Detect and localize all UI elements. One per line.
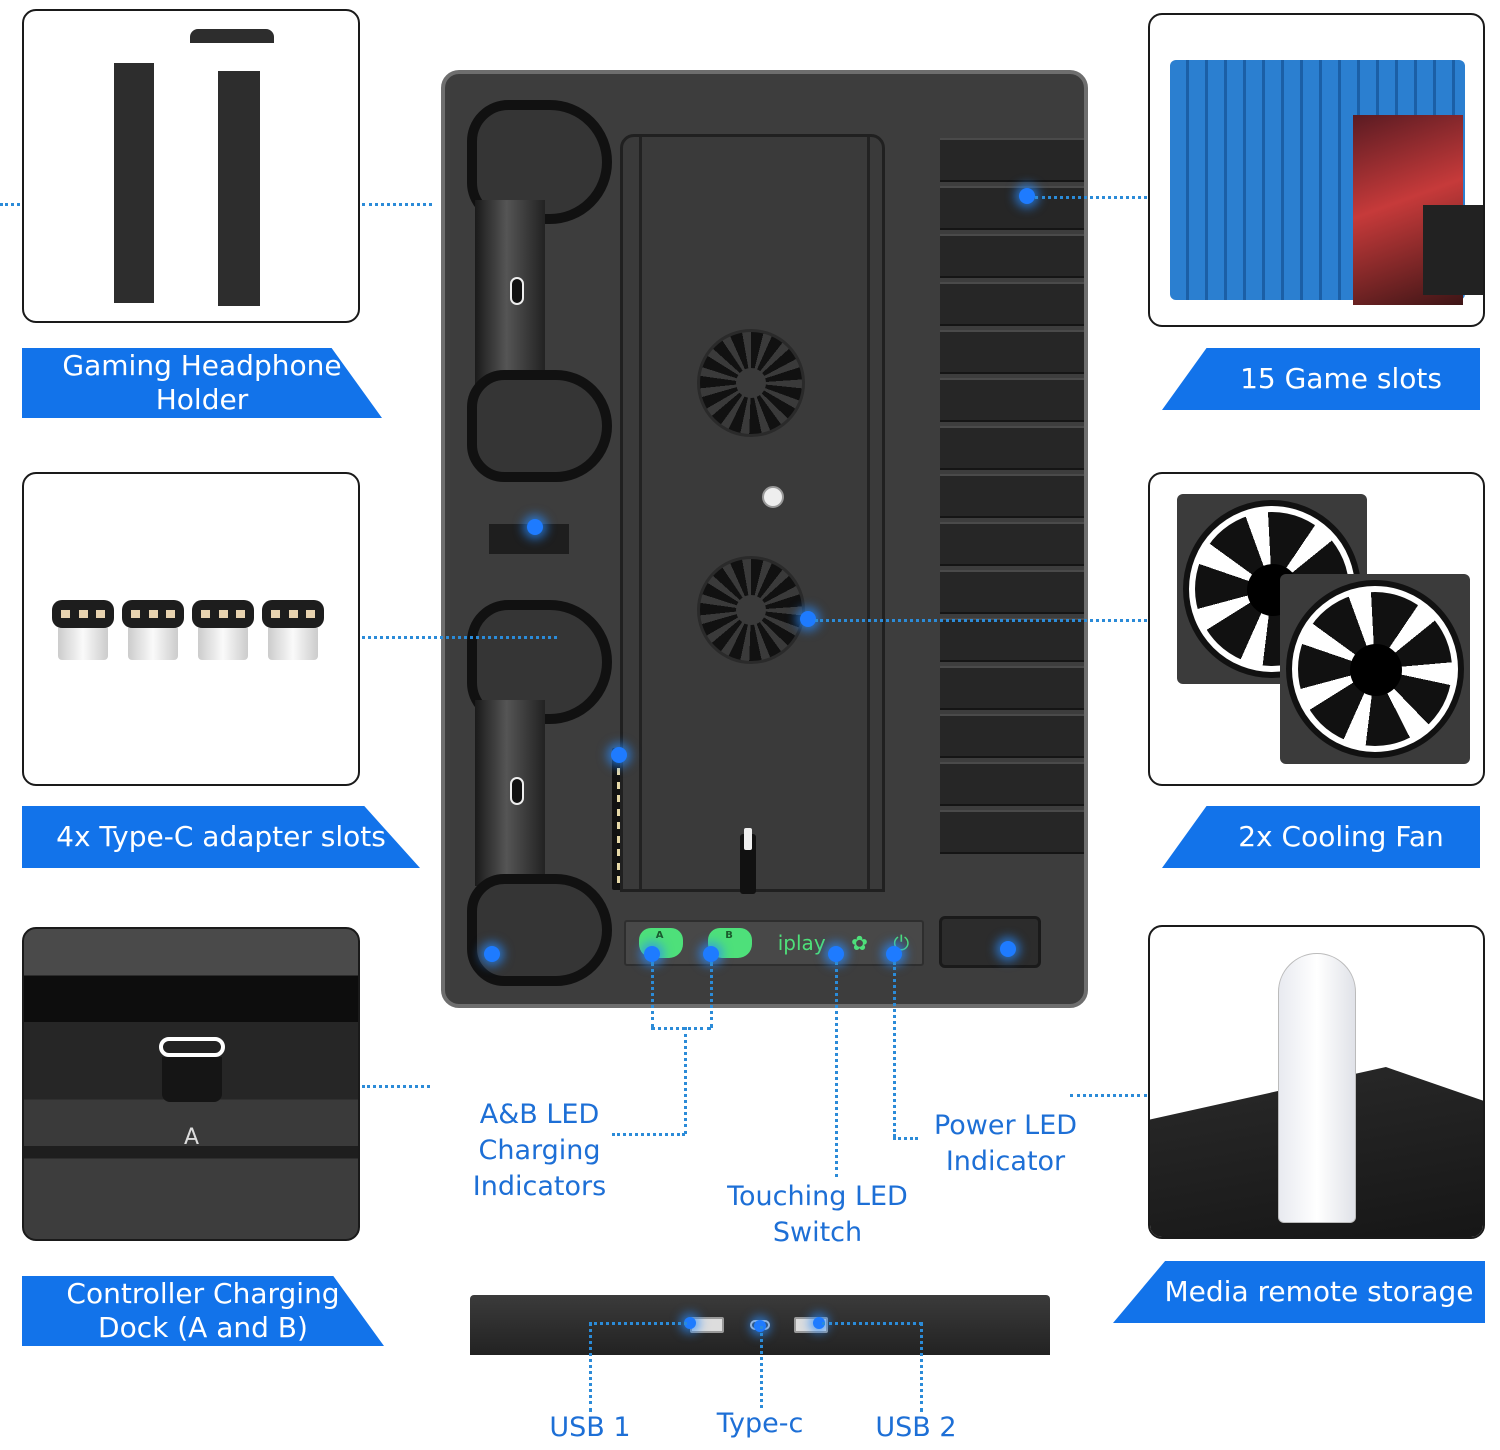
banner-cooling-fan: 2x Cooling Fan [1162, 806, 1480, 868]
game-slot [940, 570, 1084, 614]
fan-vent-top-icon [697, 329, 805, 437]
game-slots-photo [1148, 13, 1485, 327]
marker-dot [611, 747, 627, 763]
type-c-adapter [52, 600, 114, 660]
connector-base [162, 1057, 222, 1102]
game-slot [940, 138, 1084, 182]
leader-line [920, 1322, 923, 1412]
leader-line [1035, 196, 1147, 199]
holder-arm-left [114, 63, 154, 303]
media-remote-photo [1148, 925, 1485, 1239]
leader-line [612, 1133, 685, 1136]
port-label-usb2: USB 2 [875, 1412, 957, 1443]
leader-line [1070, 1094, 1147, 1097]
console-stand-well [620, 134, 885, 892]
marker-dot [886, 946, 902, 962]
callout-power-led: Power LED Indicator [933, 1110, 1078, 1177]
cooling-fans-photo [1148, 472, 1485, 786]
game-slot [940, 186, 1084, 230]
banner-game-slots: 15 Game slots [1162, 348, 1480, 410]
leader-line [760, 1326, 763, 1408]
cooling-fan-icon [1280, 574, 1470, 764]
leader-line [651, 962, 654, 1028]
banner-media-remote: Media remote storage [1113, 1261, 1485, 1323]
banner-headphone-holder: Gaming Headphone Holder [22, 348, 382, 418]
marker-dot [1019, 188, 1035, 204]
game-slot [940, 714, 1084, 758]
leader-line [362, 1085, 430, 1088]
leader-line [362, 203, 432, 206]
dock-edge [1423, 205, 1483, 295]
game-slot [940, 522, 1084, 566]
game-slot [940, 426, 1084, 470]
game-slot [940, 762, 1084, 806]
type-c-adapter [122, 600, 184, 660]
port-label-typec: Type-c [716, 1408, 804, 1439]
game-slot [940, 618, 1084, 662]
marker-dot [800, 611, 816, 627]
banner-charging-dock: Controller Charging Dock (A and B) [22, 1276, 384, 1346]
leader-line [815, 619, 1147, 622]
brand-logo: iplay [777, 931, 826, 955]
fan-touch-switch-icon[interactable]: ✿ [851, 931, 868, 955]
marker-dot [828, 946, 844, 962]
media-remote-slot [939, 916, 1041, 968]
game-slot-rack [940, 138, 1084, 858]
leader-line [684, 1027, 687, 1134]
fan-vent-bottom-icon [697, 556, 805, 664]
leader-line [893, 962, 896, 1137]
marker-dot [1000, 941, 1016, 957]
marker-dot [703, 946, 719, 962]
console-usb-plug [740, 828, 756, 894]
type-c-adapters-photo [22, 472, 360, 786]
usb-c-port-a-icon [510, 777, 524, 805]
marker-dot [484, 946, 500, 962]
led-indicator-panel: A B iplay ✿ ⏻ [624, 920, 924, 966]
leader-line [589, 1322, 687, 1325]
marker-dot [644, 946, 660, 962]
leader-line [0, 203, 20, 206]
marker-dot [527, 519, 543, 535]
game-slot [940, 234, 1084, 278]
holder-arm-right [218, 71, 260, 306]
port-label-usb1: USB 1 [549, 1412, 631, 1443]
callout-touch-led: Touching LED Switch [727, 1181, 908, 1248]
leader-line [710, 962, 713, 1028]
type-c-adapter [192, 600, 254, 660]
game-slot [940, 810, 1084, 854]
marker-dot [684, 1317, 696, 1329]
leader-line [822, 1322, 922, 1325]
holder-top-hook [190, 29, 274, 43]
game-slot [940, 330, 1084, 374]
leader-line [835, 962, 838, 1177]
game-slot [940, 378, 1084, 422]
headphone-holder-photo [22, 9, 360, 323]
leader-line [589, 1322, 592, 1412]
game-slot [940, 666, 1084, 710]
leader-line [362, 636, 557, 639]
type-c-adapter [262, 600, 324, 660]
controller-cradle-b-lower [467, 370, 612, 482]
usb-c-port-b-icon [510, 277, 524, 305]
banner-type-c-adapters: 4x Type-C adapter slots [22, 806, 420, 868]
charging-station-top-view: A B iplay ✿ ⏻ [441, 70, 1088, 1008]
usb-c-connector-icon [159, 1037, 225, 1057]
game-slot [940, 282, 1084, 326]
charging-dock-closeup-photo: A [22, 927, 360, 1241]
marker-dot [813, 1317, 825, 1329]
leader-line [893, 1137, 918, 1140]
media-remote [1278, 953, 1356, 1223]
controller-cradle-a-lower [467, 874, 612, 986]
dock-letter-label: A [184, 1125, 200, 1150]
leader-line [651, 1027, 711, 1030]
game-slot [940, 474, 1084, 518]
callout-ab-led: A&B LED Charging Indicators [472, 1099, 607, 1202]
touch-button[interactable] [762, 486, 784, 508]
